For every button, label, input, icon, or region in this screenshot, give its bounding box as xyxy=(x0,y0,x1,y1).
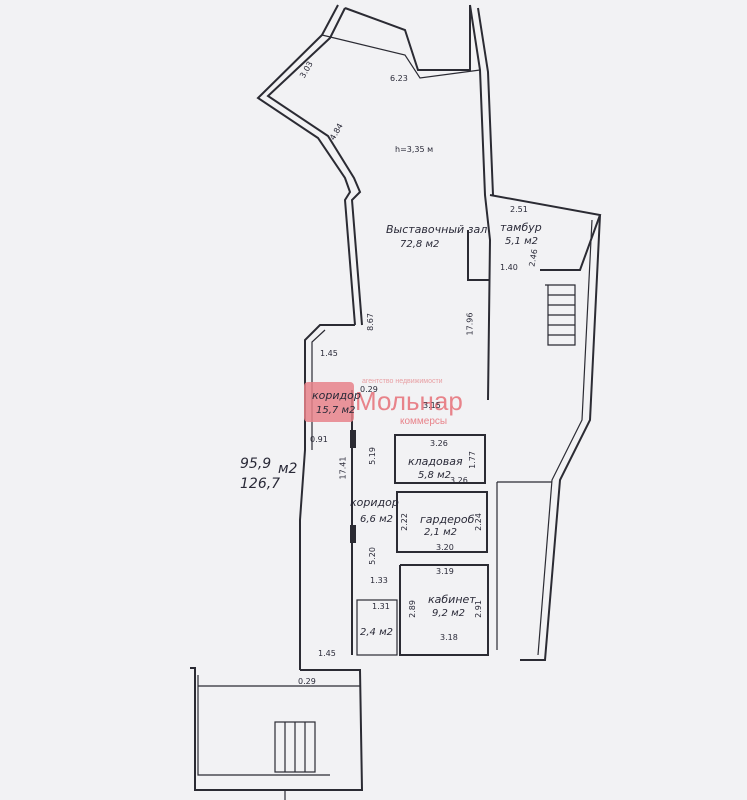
room-office-name: кабинет xyxy=(428,593,476,606)
room-wardrobe-area: 2,1 м2 xyxy=(424,527,457,538)
pantry-outline xyxy=(394,434,486,484)
dim-label: 2.22 xyxy=(399,513,409,531)
dim-label: 1.40 xyxy=(500,263,518,272)
dim-label: 2.24 xyxy=(473,513,483,531)
corridor-wall xyxy=(299,324,355,670)
room-corridor1-area: 15,7 м2 xyxy=(316,405,356,416)
hall-outer-wall xyxy=(256,4,356,326)
hall-outer-wall-inner xyxy=(266,7,363,326)
office-outline xyxy=(399,564,489,656)
bottom-wall-2 xyxy=(197,675,330,776)
door-hatch-1 xyxy=(350,430,356,448)
dim-label: 3.15 xyxy=(423,401,441,410)
dim-label: 17.41 xyxy=(338,456,348,480)
wardrobe-outline xyxy=(396,491,488,553)
room-vestibule-name: тамбур xyxy=(500,221,542,234)
room-hall-name: Выставочный зал xyxy=(386,223,488,236)
dim-label: 6.23 xyxy=(390,74,408,83)
hall-top-wall xyxy=(344,5,471,71)
room-corridor2-name: коридор xyxy=(350,496,399,509)
right-wing-wall-2 xyxy=(537,219,593,656)
room-office-area: 9,2 м2 xyxy=(432,608,465,619)
dim-label: 0.91 xyxy=(310,435,328,444)
dim-label: 2.91 xyxy=(473,600,483,618)
dim-label: 3.19 xyxy=(436,567,454,576)
bottom-wall xyxy=(190,667,364,791)
dim-label: 5.20 xyxy=(367,547,377,565)
dim-label: 3.26 xyxy=(450,476,468,485)
dim-label: 1.33 xyxy=(370,576,388,585)
dim-label: 2.89 xyxy=(407,600,417,618)
watermark-sub: коммерсы xyxy=(400,416,448,427)
dim-label: 1.31 xyxy=(372,602,390,611)
watermark-top: агентство недвижимости xyxy=(362,378,443,385)
hall-right-wall-2 xyxy=(477,7,494,196)
watermark-brand: Мольнар xyxy=(355,386,463,416)
room-wardrobe-name: гардероб xyxy=(420,513,475,526)
room-corridor1-name: коридор xyxy=(312,389,361,402)
total-area-line1: 95,9 xyxy=(240,456,272,472)
dim-label: 17.96 xyxy=(465,312,475,336)
dim-label: 1.45 xyxy=(320,349,338,358)
dim-label: 0.29 xyxy=(298,677,316,686)
total-area-unit: м2 xyxy=(278,461,298,477)
total-area-line2: 126,7 xyxy=(240,476,281,492)
dim-label: 3.20 xyxy=(436,543,454,552)
stairs-right xyxy=(545,284,576,346)
room-pantry-area: 5,8 м2 xyxy=(418,470,451,481)
vestibule-inner xyxy=(467,230,490,281)
dim-label: 2.51 xyxy=(510,205,528,214)
dim-label: 5.19 xyxy=(367,447,377,465)
dim-label: 1.77 xyxy=(467,451,477,469)
watermark-logo xyxy=(304,382,354,422)
hall-right-wall xyxy=(469,4,492,401)
room-wc-area: 2,4 м2 xyxy=(360,627,393,638)
stairs-bottom xyxy=(274,721,316,773)
hall-top-wall-2 xyxy=(321,34,481,79)
dim-label: 3.26 xyxy=(430,439,448,448)
door-hatch-2 xyxy=(350,525,356,543)
vestibule-wall xyxy=(489,194,602,271)
dim-label: 3.18 xyxy=(440,633,458,642)
room-hall-height: h=3,35 м xyxy=(395,145,434,154)
dim-label: 0.29 xyxy=(360,385,378,394)
room-vestibule-area: 5,1 м2 xyxy=(505,236,538,247)
room-pantry-name: кладовая xyxy=(408,455,463,468)
dim-label: 1.45 xyxy=(318,649,336,658)
dim-label: 8.67 xyxy=(365,313,375,331)
wc-outline xyxy=(356,599,398,656)
right-wing-wall xyxy=(520,214,601,661)
room-corridor2-area: 6,6 м2 xyxy=(360,514,393,525)
room-hall-area: 72,8 м2 xyxy=(400,239,440,250)
